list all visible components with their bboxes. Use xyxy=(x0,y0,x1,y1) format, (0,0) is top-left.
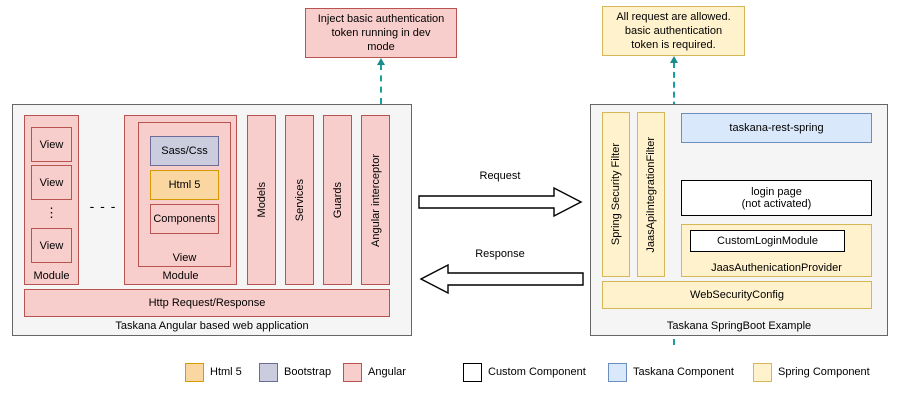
column-models-label: Models xyxy=(255,182,268,218)
login-page-box[interactable]: login page (not activated) xyxy=(681,180,872,216)
callout-right-line-2: basic authentication xyxy=(624,25,723,37)
request-arrow xyxy=(418,186,583,218)
legend-item-bootstrap: Bootstrap xyxy=(259,362,331,382)
callout-inject-auth-token: Inject basic authentication token runnin… xyxy=(305,8,457,58)
legend-swatch-html5 xyxy=(185,362,204,382)
callout-right-line-1: All request are allowed. xyxy=(616,11,731,23)
legend-swatch-bootstrap xyxy=(259,362,278,382)
callout-right-line-3: token is required. xyxy=(631,39,716,51)
legend-swatch-spring-component xyxy=(753,362,772,382)
legend-swatch-angular xyxy=(343,362,362,382)
right-shell-label: Taskana SpringBoot Example xyxy=(666,320,812,332)
callout-all-requests-allowed: All request are allowed. basic authentic… xyxy=(602,6,745,56)
legend-item-custom-component: Custom Component xyxy=(463,362,586,382)
column-models[interactable]: Models xyxy=(247,115,276,285)
module-two-label: Module xyxy=(162,270,199,282)
taskana-rest-spring-box[interactable]: taskana-rest-spring xyxy=(681,113,872,143)
legend-item-angular: Angular xyxy=(343,362,406,382)
jaas-api-integration-filter[interactable]: JaasApiIntegrationFilter xyxy=(637,112,665,277)
module-one-view-1[interactable]: View xyxy=(31,127,72,162)
callout-left-line-1: Inject basic authentication xyxy=(317,13,445,25)
http-request-response-bar[interactable]: Http Request/Response xyxy=(24,289,390,317)
custom-login-module-box[interactable]: CustomLoginModule xyxy=(690,230,845,252)
response-arrow-label: Response xyxy=(475,248,525,260)
legend-label-bootstrap: Bootstrap xyxy=(284,366,332,378)
callout-left-line-2: token running in dev xyxy=(331,27,431,39)
legend-item-spring-component: Spring Component xyxy=(753,362,870,382)
callout-left-line-3: mode xyxy=(367,41,395,53)
column-angular-interceptor-label: Angular interceptor xyxy=(369,153,382,247)
spring-security-filter[interactable]: Spring Security Filter xyxy=(602,112,630,277)
callout-left-arrowhead xyxy=(377,58,385,65)
legend-swatch-custom-component xyxy=(463,362,482,382)
callout-right-arrowhead xyxy=(670,56,678,63)
column-angular-interceptor[interactable]: Angular interceptor xyxy=(361,115,390,285)
html5-box[interactable]: Html 5 xyxy=(150,170,219,200)
legend-label-spring-component: Spring Component xyxy=(778,366,870,378)
left-shell-label: Taskana Angular based web application xyxy=(115,320,309,332)
login-page-line-1: login page xyxy=(751,186,802,198)
spring-security-filter-label: Spring Security Filter xyxy=(610,143,622,246)
jaas-authentication-provider-label: JaasAuthenicationProvider xyxy=(711,262,842,274)
login-page-line-2: (not activated) xyxy=(741,198,812,210)
components-box[interactable]: Components xyxy=(150,204,219,234)
web-security-config-box[interactable]: WebSecurityConfig xyxy=(602,281,872,309)
module-one-view-2[interactable]: View xyxy=(31,165,72,200)
module-two-view-label: View xyxy=(172,252,197,264)
jaas-api-integration-filter-label: JaasApiIntegrationFilter xyxy=(645,136,657,253)
legend-label-taskana-component: Taskana Component xyxy=(633,366,734,378)
legend-swatch-taskana-component xyxy=(608,362,627,382)
legend-item-html5: Html 5 xyxy=(185,362,242,382)
legend-label-angular: Angular xyxy=(368,366,406,378)
legend-label-html5: Html 5 xyxy=(210,366,242,378)
legend-label-custom-component: Custom Component xyxy=(488,366,586,378)
sass-css-box[interactable]: Sass/Css xyxy=(150,136,219,166)
column-guards-label: Guards xyxy=(331,181,344,219)
module-one-vertical-ellipsis: ⋮ xyxy=(45,205,58,220)
module-one-label: Module xyxy=(33,270,70,282)
legend-item-taskana-component: Taskana Component xyxy=(608,362,734,382)
response-arrow xyxy=(419,263,584,295)
column-services[interactable]: Services xyxy=(285,115,314,285)
modules-ellipsis: - - - xyxy=(89,198,117,214)
column-services-label: Services xyxy=(293,178,306,222)
column-guards[interactable]: Guards xyxy=(323,115,352,285)
request-arrow-label: Request xyxy=(479,170,521,182)
callout-left-connector xyxy=(380,64,382,104)
legend: Html 5 Bootstrap Angular Custom Componen… xyxy=(0,358,900,388)
module-one-view-3[interactable]: View xyxy=(31,228,72,263)
